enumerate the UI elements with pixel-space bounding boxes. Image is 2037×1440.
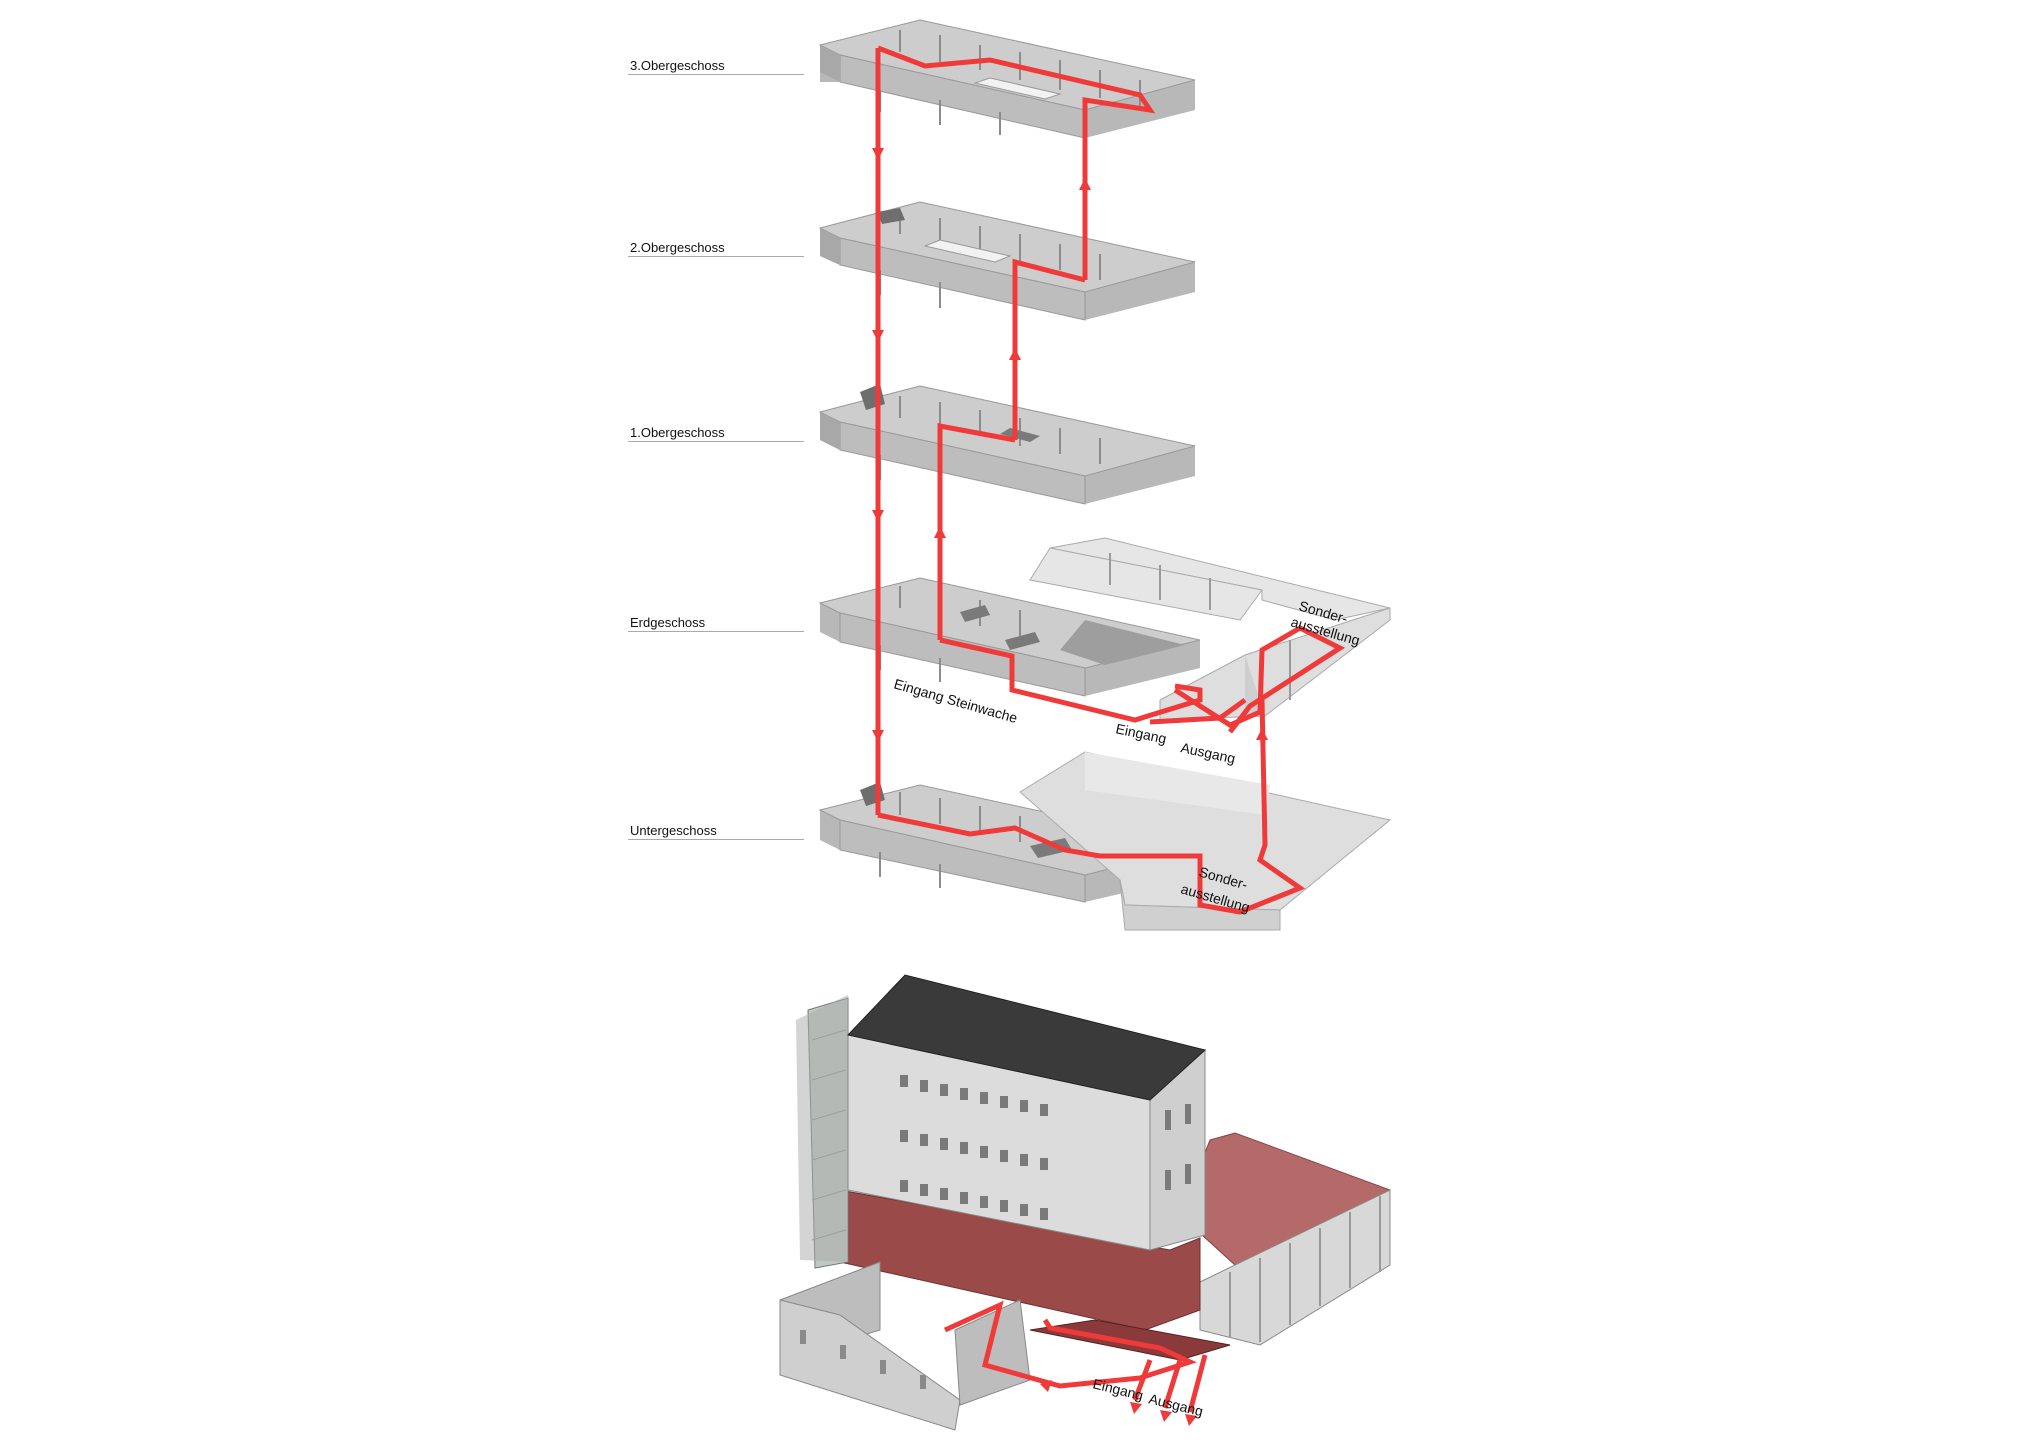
floor-label-rule <box>628 74 804 75</box>
floor-label-rule <box>628 256 804 257</box>
building-route-arrows <box>1040 1380 1197 1426</box>
building-model <box>779 974 1391 1431</box>
floor-label-ug: Untergeschoss <box>630 823 717 838</box>
floor-slab-og2 <box>818 201 1196 321</box>
floor-slab-eg <box>818 537 1391 721</box>
floor-label-rule <box>628 441 804 442</box>
building-route <box>943 1300 1208 1413</box>
floor-label-og1: 1.Obergeschoss <box>630 425 725 440</box>
floor-label-og2: 2.Obergeschoss <box>630 240 725 255</box>
floor-slab-ug <box>818 751 1392 931</box>
floor-label-eg: Erdgeschoss <box>630 615 706 630</box>
floor-label-og3: 3.Obergeschoss <box>630 58 725 73</box>
route-arrows <box>872 148 1268 742</box>
visitor-route <box>875 45 1346 915</box>
floor-label-rule <box>628 839 804 840</box>
label-eg-eingang: Eingang <box>1114 720 1168 746</box>
label-eingang-steinwache: Eingang Steinwache <box>892 676 1019 727</box>
floor-slab-og1 <box>818 384 1196 505</box>
floor-label-rule <box>628 631 804 632</box>
label-eg-ausgang: Ausgang <box>1179 739 1236 766</box>
